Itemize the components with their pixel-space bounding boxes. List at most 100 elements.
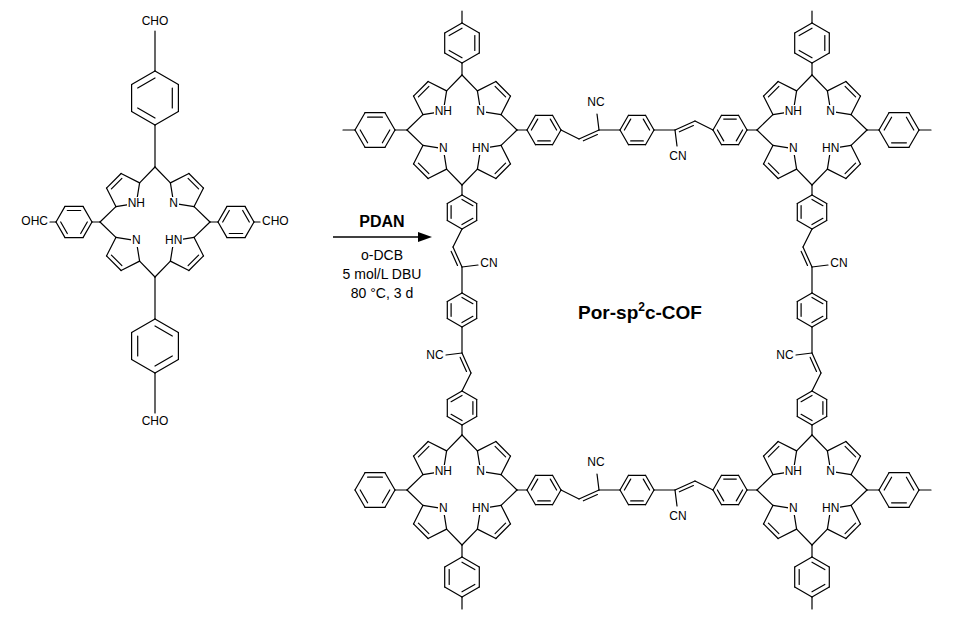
bond-line <box>561 490 579 499</box>
bond-line <box>851 130 867 145</box>
bond-line <box>764 524 779 539</box>
bond-line <box>827 529 846 538</box>
bond-line <box>797 221 812 230</box>
bond-line <box>385 113 395 130</box>
bond-line <box>550 119 556 130</box>
bond-line <box>757 475 773 490</box>
arrow-head <box>418 232 432 242</box>
bond-line <box>538 140 551 141</box>
bond-line <box>797 204 798 221</box>
bond-line <box>447 319 462 328</box>
bond-line <box>138 108 155 118</box>
bond-line <box>447 221 462 230</box>
bond-line <box>797 435 812 451</box>
bond-line <box>826 204 827 221</box>
atom-label: HN <box>164 234 183 247</box>
bond-line <box>764 505 773 524</box>
bond-line <box>646 115 655 130</box>
bond-line <box>889 472 909 473</box>
bond-line <box>845 523 856 534</box>
bond-line <box>447 391 462 400</box>
bond-line <box>764 82 779 97</box>
bond-line <box>794 567 795 587</box>
bond-line <box>501 475 517 490</box>
bond-line <box>355 490 365 507</box>
bond-line <box>799 50 812 57</box>
bond-line <box>445 23 462 33</box>
bond-line <box>111 178 122 189</box>
bond-line <box>447 169 462 185</box>
bond-line <box>812 417 827 426</box>
bond-line <box>56 206 65 222</box>
atom-label: N <box>475 465 486 478</box>
bond-line <box>462 584 475 591</box>
bond-line <box>724 118 737 119</box>
bond-line <box>909 113 919 130</box>
bond-line <box>768 163 779 174</box>
bond-line <box>812 316 823 322</box>
bond-line <box>385 490 395 507</box>
bond-line <box>140 167 155 183</box>
bond-line <box>527 490 536 505</box>
bond-line <box>811 597 812 609</box>
bond-line <box>747 129 757 130</box>
bond-line <box>851 490 867 505</box>
bond-line <box>451 414 462 420</box>
bond-line <box>501 456 510 475</box>
bond-line <box>445 557 462 567</box>
bond-line <box>461 267 462 293</box>
bond-line <box>414 505 423 524</box>
bond-line <box>474 36 475 51</box>
bond-line <box>561 130 579 139</box>
atom-label: N <box>168 197 179 210</box>
bond-line <box>462 316 473 322</box>
bond-line <box>460 357 466 371</box>
bond-line <box>100 222 116 237</box>
bond-line <box>414 145 423 164</box>
bond-line <box>107 174 122 189</box>
bond-line <box>812 75 827 91</box>
bond-line <box>879 130 889 147</box>
bond-line <box>768 86 779 97</box>
bond-line <box>111 255 122 266</box>
bond-line <box>477 82 496 91</box>
bond-line <box>447 529 462 545</box>
bond-line <box>909 490 919 507</box>
bond-line <box>476 400 477 417</box>
bond-line <box>218 206 227 222</box>
bond-line <box>879 113 889 130</box>
bond-line <box>851 456 860 475</box>
bond-line <box>227 237 245 238</box>
atom-label: NH <box>434 465 453 478</box>
bond-line <box>553 490 562 505</box>
bond-line <box>599 129 620 130</box>
bond-line <box>107 188 116 207</box>
bond-line <box>812 562 825 569</box>
bond-line <box>155 360 178 374</box>
bond-line <box>451 251 457 265</box>
bond-line <box>553 130 562 145</box>
bond-line <box>155 326 172 336</box>
bond-line <box>597 114 599 130</box>
bond-line <box>736 490 742 501</box>
bond-line <box>797 195 812 204</box>
bond-line <box>170 261 189 270</box>
bond-line <box>827 82 846 91</box>
nitrile-label: CN <box>479 257 498 270</box>
bond-line <box>365 507 385 508</box>
bond-line <box>462 199 473 205</box>
bond-line <box>851 145 860 164</box>
bond-line <box>477 169 496 178</box>
atom-label: NH <box>784 465 803 478</box>
bond-line <box>50 221 56 222</box>
bond-line <box>794 33 795 53</box>
bond-line <box>812 199 823 205</box>
product-name: Por-sp2c-COF <box>578 300 702 323</box>
bond-line <box>812 587 829 597</box>
bond-line <box>495 163 506 174</box>
bond-line <box>812 221 827 230</box>
bond-line <box>810 357 816 371</box>
bond-line <box>154 373 155 413</box>
bond-line <box>778 442 797 451</box>
